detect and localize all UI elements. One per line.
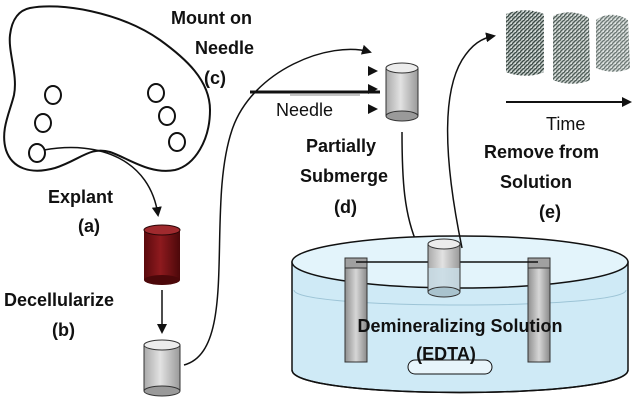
submerge-label-line2: Submerge — [300, 166, 388, 186]
explant-step-label: (a) — [78, 216, 100, 236]
cylinder-icon — [143, 339, 181, 397]
mount-step-label: (c) — [204, 68, 226, 88]
cylinder-icon — [385, 62, 419, 122]
mount-label-line1: Mount on — [171, 8, 252, 28]
time-label: Time — [546, 114, 585, 134]
tissue-blob-icon — [3, 5, 212, 172]
mount-label-line2: Needle — [195, 38, 254, 58]
sample-image-1 — [506, 10, 544, 76]
decellularize-step-label: (b) — [52, 320, 75, 340]
stir-bar — [407, 359, 493, 375]
circle-icon — [34, 113, 52, 133]
arrow-icon — [43, 146, 162, 217]
remove-label-line1: Remove from — [484, 142, 599, 162]
arrow-icon — [368, 66, 378, 76]
cylinder-icon — [143, 224, 181, 285]
circle-icon — [158, 106, 176, 126]
circle-icon — [147, 83, 165, 103]
circle-icon — [168, 132, 186, 152]
arrow-icon — [183, 44, 372, 366]
arrow-icon — [401, 131, 420, 248]
solution-label-line1: Demineralizing Solution — [357, 316, 562, 336]
needle-label: Needle — [276, 100, 333, 120]
submerge-label-line1: Partially — [306, 136, 376, 156]
remove-label-line2: Solution — [500, 172, 572, 192]
explant-tissue — [3, 5, 212, 172]
submerge-step-label: (d) — [334, 197, 357, 217]
sample-image-2 — [553, 12, 590, 84]
remove-step-label: (e) — [539, 202, 561, 222]
circle-icon — [44, 85, 62, 105]
clamp-left — [344, 257, 368, 363]
arrow-icon — [368, 84, 378, 94]
arrow-icon — [446, 32, 496, 249]
solution-label-line2: (EDTA) — [416, 344, 476, 364]
decellularize-label: Decellularize — [4, 290, 114, 310]
sample-image-3 — [596, 14, 630, 72]
clamp-right — [527, 257, 551, 363]
circle-icon — [28, 143, 46, 163]
explant-label: Explant — [48, 187, 113, 207]
cylinder-icon — [427, 238, 461, 298]
arrow-icon — [368, 104, 378, 114]
